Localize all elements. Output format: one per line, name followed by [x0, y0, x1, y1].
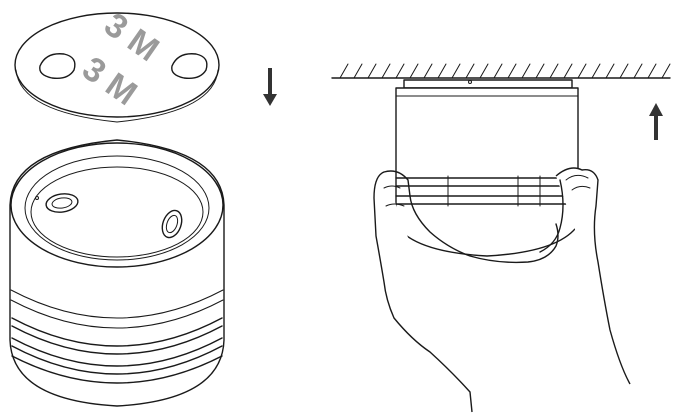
- hand: [373, 167, 631, 413]
- ceiling-hatch-mark: [633, 63, 643, 79]
- ceiling-hatch-mark: [465, 63, 475, 79]
- ceiling-hatch-mark: [339, 63, 349, 79]
- ceiling: [331, 63, 671, 79]
- mounting-slot-left: [45, 193, 79, 213]
- smoke-detector-body: [9, 139, 225, 407]
- adhesive-pad: 3 M 3 M: [14, 5, 220, 123]
- ceiling-hatch-mark: [367, 63, 377, 79]
- ceiling-hatch-mark: [591, 63, 601, 79]
- ceiling-hatch-mark: [437, 63, 447, 79]
- pad-hole-left: [39, 53, 76, 80]
- ceiling-hatch-mark: [395, 63, 405, 79]
- mounting-slot-right: [161, 209, 183, 239]
- ceiling-hatch-mark: [381, 63, 391, 79]
- ceiling-hatch-mark: [535, 63, 545, 79]
- ceiling-hatch-mark: [521, 63, 531, 79]
- pad-hole-right: [171, 53, 208, 80]
- arrow-down-icon: [263, 68, 277, 106]
- ceiling-hatch-mark: [619, 63, 629, 79]
- ceiling-hatch-mark: [353, 63, 363, 79]
- ceiling-hatch-mark: [605, 63, 615, 79]
- mounted-detector: [395, 79, 579, 257]
- ceiling-hatch-mark: [423, 63, 433, 79]
- ceiling-hatch-mark: [661, 63, 671, 79]
- ceiling-hatch-mark: [493, 63, 503, 79]
- arrow-up-icon: [649, 103, 663, 140]
- ceiling-hatch-mark: [563, 63, 573, 79]
- ceiling-hatch-mark: [451, 63, 461, 79]
- ceiling-hatch-mark: [479, 63, 489, 79]
- ceiling-hatch-mark: [647, 63, 657, 79]
- ceiling-hatch-mark: [549, 63, 559, 79]
- ceiling-hatch-mark: [577, 63, 587, 79]
- ceiling-hatch-mark: [409, 63, 419, 79]
- ceiling-hatch-mark: [507, 63, 517, 79]
